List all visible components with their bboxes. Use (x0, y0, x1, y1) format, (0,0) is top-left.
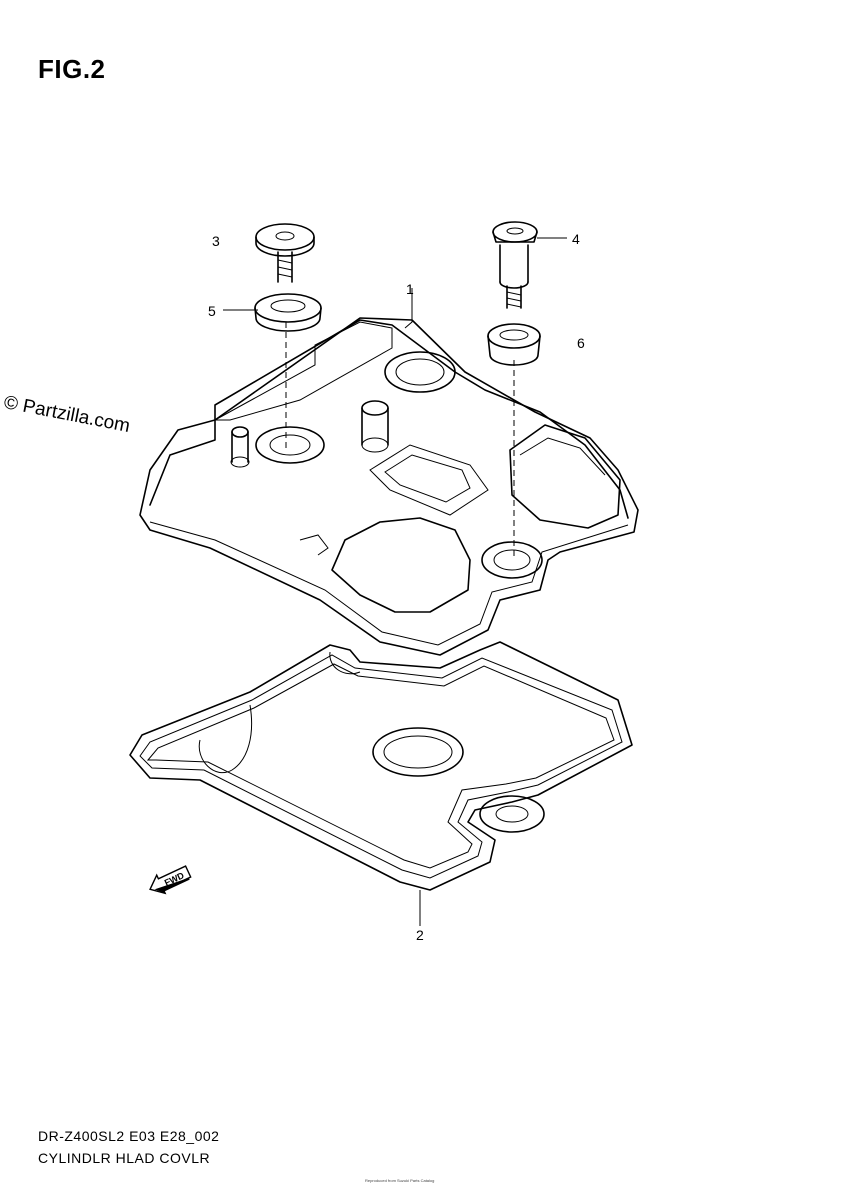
diagram-code: DR-Z400SL2 E03 E28_002 (38, 1128, 220, 1144)
cylinder-head-cover-gasket[interactable] (129, 641, 633, 891)
seal-washer-part-5[interactable] (254, 293, 322, 332)
callout-1: 1 (406, 281, 414, 297)
callout-2: 2 (416, 927, 424, 943)
leader-1 (404, 288, 413, 329)
bolt-part-3[interactable] (255, 223, 315, 283)
bolt-part-4[interactable] (492, 221, 538, 309)
cylinder-head-cover[interactable] (139, 317, 639, 656)
figure-title: FIG.2 (38, 54, 106, 84)
footer-note: Reproduced from Suzuki Parts Catalog (365, 1178, 435, 1183)
diagram-name: CYLINDLR HLAD COVLR (38, 1150, 211, 1166)
callout-6: 6 (577, 335, 585, 351)
callout-5: 5 (208, 303, 216, 319)
grommet-part-6[interactable] (487, 323, 541, 366)
callout-3: 3 (212, 233, 220, 249)
callout-4: 4 (572, 231, 580, 247)
forward-arrow-icon: FWD (149, 865, 192, 895)
